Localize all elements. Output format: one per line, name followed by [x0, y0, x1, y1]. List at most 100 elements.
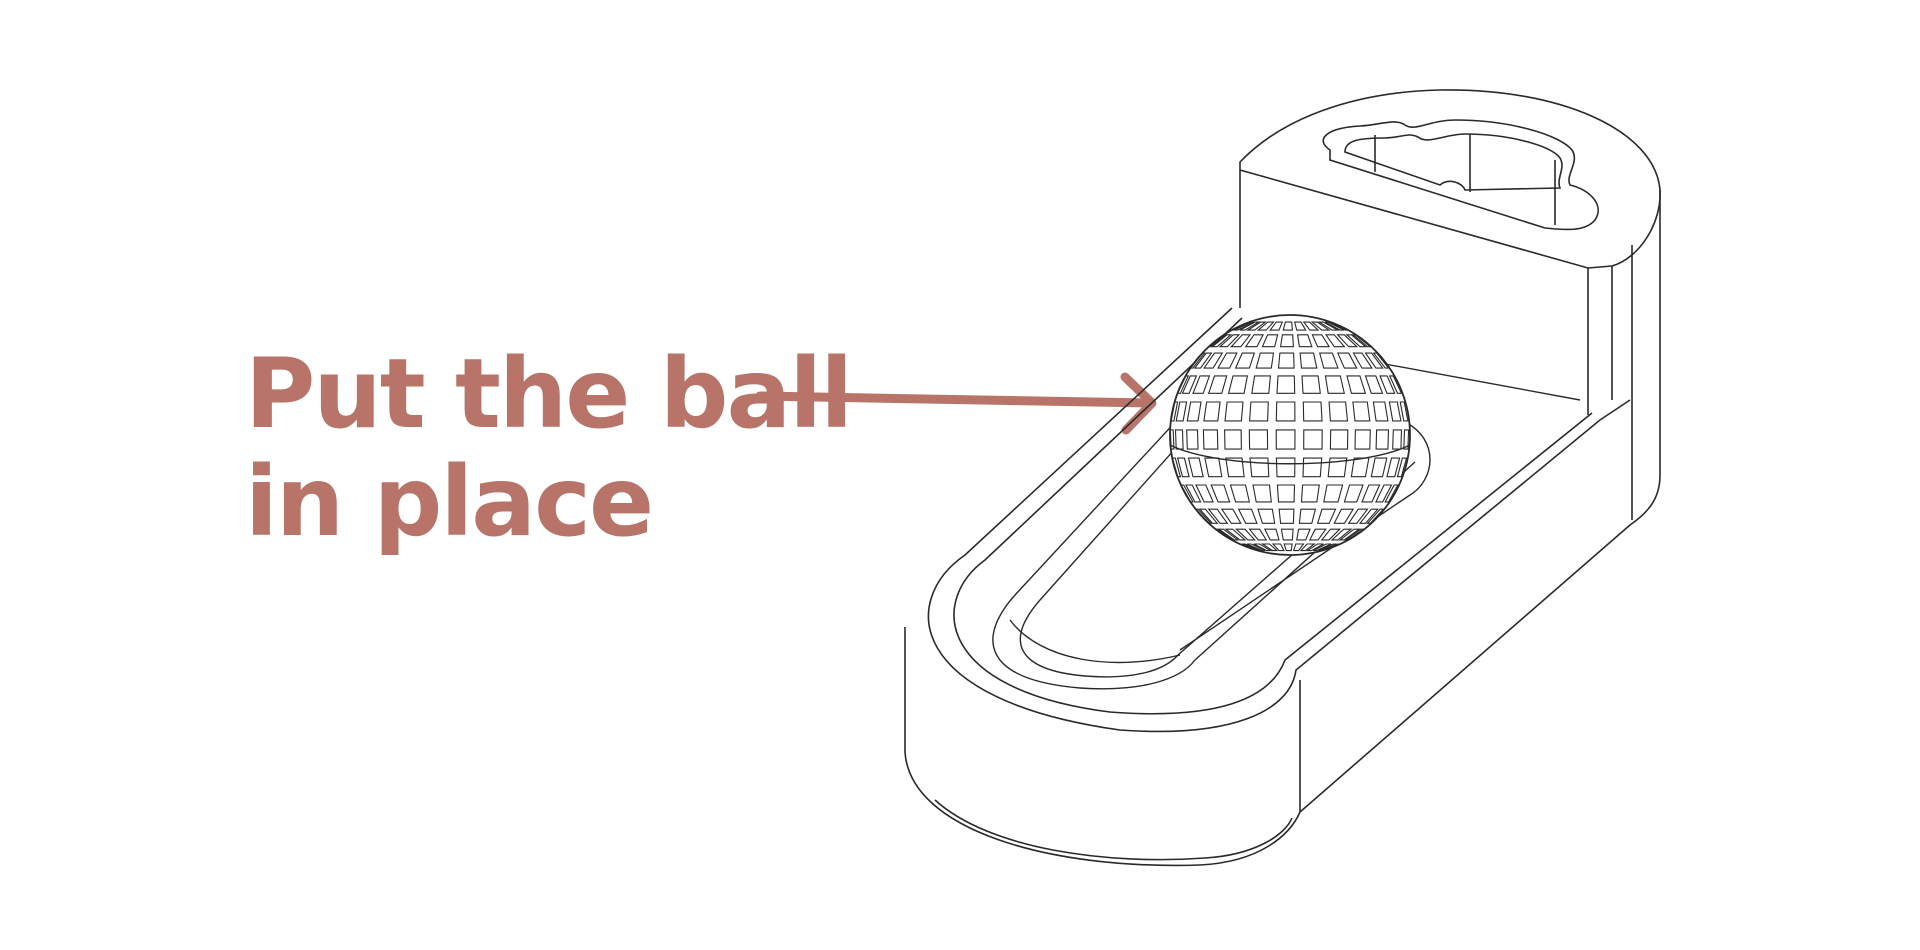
ball-lattice-cell: [1372, 401, 1389, 422]
ball-lattice-cell: [1257, 508, 1276, 524]
ball-lattice-cell: [1184, 484, 1202, 503]
ball-lattice-cell: [1245, 321, 1267, 331]
ball-lattice-cell: [1301, 375, 1321, 394]
instruction-line-2: in place: [245, 446, 654, 558]
pointer-arrow-icon: [755, 372, 1157, 435]
ball-lattice-cell: [1241, 543, 1262, 552]
ball-lattice-cell: [1303, 429, 1323, 450]
ball-lattice-cell: [1372, 352, 1390, 369]
ball-lattice-cell: [1310, 321, 1331, 331]
stand-base: [904, 307, 1631, 867]
ball-lattice-cell: [1300, 484, 1320, 503]
ball-lattice-cell: [1333, 508, 1355, 524]
ball-lattice-cell: [1253, 543, 1273, 552]
ball-lattice-cell: [1261, 334, 1279, 348]
ball-lattice-cell: [1195, 484, 1214, 503]
ball-lattice-cell: [1255, 352, 1275, 369]
ball-lattice-cell: [1370, 457, 1388, 478]
ball-lattice-cell: [1311, 334, 1331, 348]
ball-lattice-cell: [1350, 457, 1370, 478]
ball-lattice-cell: [1386, 457, 1401, 478]
ball-lattice-cell: [1275, 457, 1296, 478]
ball-lattice-cell: [1234, 321, 1254, 331]
ball-lattice-cell: [1275, 401, 1296, 422]
ball-lattice-cell: [1379, 375, 1396, 394]
ball-lattice-cell: [1403, 429, 1410, 450]
ball-lattice-cell: [1375, 484, 1393, 503]
ball-lattice-cell: [1227, 375, 1249, 394]
ball-lattice-cell: [1299, 543, 1316, 552]
ball-lattice-cell: [1358, 508, 1379, 524]
ball-lattice-cell: [1366, 508, 1385, 524]
ball-lattice-cell: [1293, 321, 1307, 331]
ball-lattice-cell: [1210, 484, 1231, 503]
ball-lattice-cell: [1364, 375, 1384, 394]
ball-lattice-cell: [1276, 484, 1296, 503]
ball-lattice-cell: [1194, 508, 1213, 524]
ball-lattice-cell: [1217, 528, 1240, 541]
ball-lattice-cell: [1207, 508, 1229, 524]
ball-lattice-cell: [1207, 334, 1228, 348]
ball-lattice-cell: [1176, 375, 1190, 394]
ball-lattice-cell: [1277, 352, 1295, 369]
ball-lattice-cell: [1282, 321, 1294, 331]
ball-lattice-cell: [1298, 508, 1317, 524]
ball-lattice-cell: [1361, 484, 1381, 503]
ball-lattice-cell: [1351, 334, 1372, 348]
ball-lattice-cell: [1186, 401, 1202, 422]
ball-lattice-cell: [1354, 429, 1371, 450]
ball-lattice-cell: [1338, 528, 1361, 541]
ball-lattice-cell: [1318, 352, 1339, 369]
ball-lattice-cell: [1224, 528, 1247, 541]
ball-lattice-cell: [1170, 401, 1179, 422]
ball-lattice-cell: [1388, 375, 1403, 394]
ball-lattice-cell: [1230, 334, 1252, 348]
ball-lattice-cell: [1324, 321, 1345, 331]
ball-lattice-cell: [1364, 352, 1384, 369]
ball-lattice-cell: [1278, 508, 1295, 524]
ball-lattice-cell: [1347, 508, 1369, 524]
ball-lattice-cell: [1170, 429, 1175, 450]
ball-lattice-cell: [1320, 528, 1342, 541]
ball-lattice-cell: [1246, 543, 1266, 552]
ball-lattice-cell: [1329, 429, 1349, 450]
ball-lattice-cell: [1269, 321, 1284, 331]
ball-lattice-cell: [1343, 528, 1366, 541]
ball-lattice-cell: [1248, 429, 1269, 450]
ball-lattice-cell: [1352, 352, 1373, 369]
ball-lattice-cell: [1198, 508, 1219, 524]
ball-lattice-cell: [1271, 543, 1285, 552]
ball-lattice-cell: [1343, 484, 1364, 503]
ball-lattice-cell: [1345, 334, 1368, 348]
ball-lattice-cell: [1352, 401, 1371, 422]
ball-lattice-cell: [1396, 457, 1408, 478]
ball-lattice-cell: [1171, 457, 1182, 478]
ball-lattice-cell: [1249, 401, 1269, 422]
ball-lattice-cell: [1187, 457, 1204, 478]
ball-lattice-cell: [1399, 401, 1409, 422]
ball-lattice-cell: [1237, 508, 1258, 524]
ball-lattice-cell: [1203, 401, 1221, 422]
ball-lattice-cell: [1308, 528, 1327, 541]
ball-lattice-cell: [1210, 334, 1233, 348]
ball-lattice-cell: [1302, 457, 1323, 478]
ball-lattice-cell: [1189, 352, 1206, 369]
slot-cutout: [1322, 119, 1599, 231]
ball-lattice-cell: [1346, 375, 1367, 394]
ball-lattice-cell: [1244, 334, 1265, 348]
ball-lattice-cell: [1279, 334, 1294, 348]
ball-lattice-cell: [1336, 334, 1359, 348]
lattice-ball-icon: [1169, 314, 1411, 556]
ball-lattice-cell: [1302, 401, 1323, 422]
ball-lattice-cell: [1234, 352, 1256, 369]
ball-lattice-cell: [1176, 457, 1190, 478]
ball-lattice-cell: [1324, 334, 1346, 348]
ball-lattice-cell: [1296, 528, 1311, 541]
ball-lattice-cell: [1312, 543, 1332, 552]
ball-lattice-cell: [1256, 321, 1275, 331]
ball-lattice-cell: [1320, 543, 1340, 552]
ball-lattice-cell: [1217, 352, 1238, 369]
ball-lattice-cell: [1280, 528, 1294, 541]
